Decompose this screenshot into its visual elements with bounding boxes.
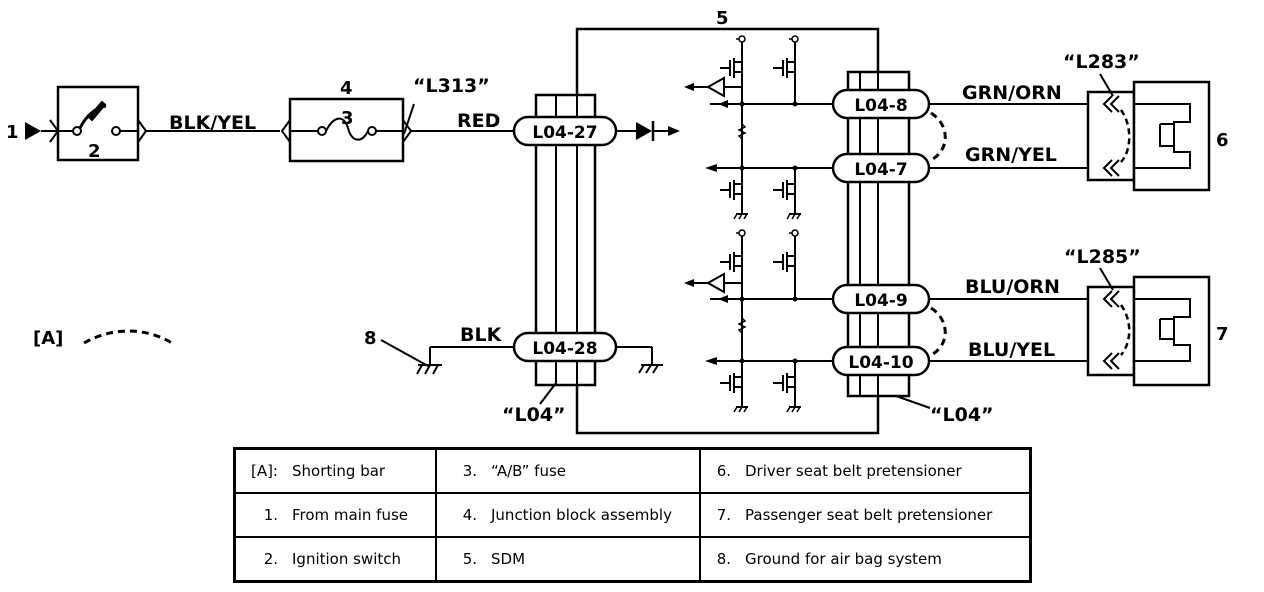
- legend-key: 4.: [462, 506, 477, 524]
- junction-block: 4 3: [280, 78, 413, 163]
- label-1: 1: [6, 122, 19, 143]
- pin-label-l04-7: L04-7: [854, 160, 907, 180]
- wiring-diagram: 1 2 BLK/YEL 4 3 “L313” RED 5: [6, 8, 1229, 435]
- legend-key: 7.: [716, 506, 731, 524]
- legend-cell: [A]: Shorting bar: [233, 447, 437, 494]
- wire-label-blk: BLK: [460, 324, 503, 346]
- wire-label-grn-yel: GRN/YEL: [965, 144, 1057, 166]
- pin-label-l04-8: L04-8: [854, 96, 907, 116]
- wire-label-blk-yel: BLK/YEL: [169, 112, 256, 134]
- label-l285: “L285”: [1064, 246, 1141, 268]
- legend-text: SDM: [491, 550, 526, 568]
- legend-cell: 5. SDM: [435, 536, 701, 583]
- legend-cell: 3. “A/B” fuse: [435, 447, 701, 494]
- pin-label-l04-27: L04-27: [532, 123, 597, 143]
- passenger-pretensioner: [1086, 275, 1211, 387]
- legend-cell: 2. Ignition switch: [233, 536, 437, 583]
- label-7: 7: [1216, 324, 1229, 345]
- shorting-bar-upper: [930, 111, 947, 162]
- legend-table: [A]: Shorting bar 3. “A/B” fuse 6. Driver s…: [233, 447, 1032, 583]
- wire-label-red: RED: [457, 110, 500, 132]
- legend-key: 1.: [263, 506, 278, 524]
- sdm-upper-circuit: [684, 35, 833, 220]
- label-l04-right: “L04”: [930, 404, 994, 426]
- supply-arrow-icon: [25, 122, 41, 140]
- pin-label-l04-10: L04-10: [848, 353, 913, 373]
- label-l283: “L283”: [1063, 51, 1140, 73]
- legend-row: [A]: Shorting bar 3. “A/B” fuse 6. Driver s…: [233, 447, 1032, 494]
- label-4: 4: [340, 78, 353, 99]
- ignition-switch: 2: [49, 85, 148, 162]
- label-2: 2: [88, 141, 101, 162]
- legend-cell: 8. Ground for air bag system: [699, 536, 1032, 583]
- label-5: 5: [716, 8, 729, 29]
- wire-label-blu-yel: BLU/YEL: [968, 339, 1055, 361]
- legend-text: Driver seat belt pretensioner: [745, 462, 962, 480]
- shorting-bar-symbol: [83, 329, 173, 345]
- driver-pretensioner: [1086, 80, 1211, 192]
- legend-cell: 1. From main fuse: [233, 492, 437, 538]
- wire-label-grn-orn: GRN/ORN: [962, 82, 1062, 104]
- legend-text: “A/B” fuse: [491, 462, 566, 480]
- legend-key: 8.: [716, 550, 731, 568]
- switch-lever-icon: [87, 100, 107, 122]
- pin-label-l04-28: L04-28: [532, 339, 597, 359]
- marker-a: [A]: [33, 328, 63, 349]
- legend-cell: 6. Driver seat belt pretensioner: [699, 447, 1032, 494]
- legend-cell: 4. Junction block assembly: [435, 492, 701, 538]
- sdm-lower-circuit: [684, 229, 833, 413]
- ground-icon: [638, 364, 663, 374]
- pin-label-l04-9: L04-9: [854, 291, 907, 311]
- legend-text: Ignition switch: [292, 550, 402, 568]
- shorting-bar-lower: [930, 306, 947, 357]
- legend-key: 2.: [263, 550, 278, 568]
- legend-row: 1. From main fuse 4. Junction block assemb…: [233, 492, 1032, 538]
- label-3: 3: [341, 108, 354, 129]
- legend-text: Passenger seat belt pretensioner: [745, 506, 993, 524]
- sdm-outline: [575, 27, 880, 435]
- legend-text: Shorting bar: [292, 462, 386, 480]
- fuse-icon: [325, 117, 369, 141]
- legend-key: [A]:: [250, 462, 278, 480]
- legend-row: 2. Ignition switch 5. SDM 8. Ground for air…: [233, 536, 1032, 583]
- legend-key: 5.: [462, 550, 477, 568]
- label-l04-left: “L04”: [502, 404, 566, 426]
- legend-key: 6.: [716, 462, 731, 480]
- label-l313: “L313”: [413, 75, 490, 97]
- label-8: 8: [364, 328, 377, 349]
- legend-text: Ground for air bag system: [745, 550, 942, 568]
- label-6: 6: [1216, 130, 1229, 151]
- legend-cell: 7. Passenger seat belt pretensioner: [699, 492, 1032, 538]
- diode-icon: [636, 122, 652, 140]
- wire-label-blu-orn: BLU/ORN: [965, 276, 1060, 298]
- ground-8-icon: [416, 364, 442, 375]
- legend-text: Junction block assembly: [491, 506, 672, 524]
- legend-key: 3.: [462, 462, 477, 480]
- legend-text: From main fuse: [292, 506, 409, 524]
